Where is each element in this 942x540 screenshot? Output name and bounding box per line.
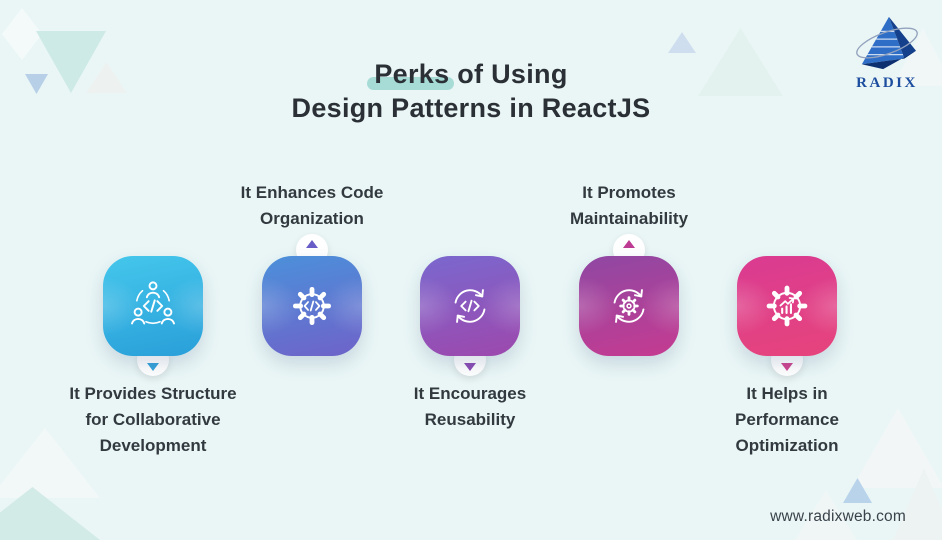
card-label: It Provides Structure for Collaborative … bbox=[69, 384, 237, 455]
card-label: It Promotes Maintainability bbox=[569, 183, 689, 228]
title-highlight-word: Perks bbox=[367, 59, 455, 90]
card-label: It Enhances Code Organization bbox=[240, 183, 384, 228]
card-tile-performance bbox=[737, 256, 837, 356]
radix-logo-text: RADIX bbox=[856, 75, 918, 91]
card-tile-organization bbox=[262, 256, 362, 356]
gear-chart-icon bbox=[766, 285, 808, 327]
card-tile-maintainability bbox=[579, 256, 679, 356]
decor-triangle-blue-top-center bbox=[668, 32, 696, 53]
triangle-up-icon bbox=[306, 240, 318, 248]
radix-pyramid-icon bbox=[856, 16, 918, 70]
card-tile-structure bbox=[103, 256, 203, 356]
decor-diamond-top-left bbox=[2, 8, 42, 60]
radix-logo: RADIX bbox=[847, 14, 927, 92]
triangle-up-icon bbox=[623, 240, 635, 248]
card-tile-reusability bbox=[420, 256, 520, 356]
refresh-code-icon bbox=[454, 289, 486, 323]
title-line2: Design Patterns in ReactJS bbox=[291, 93, 651, 123]
website-url: www.radixweb.com bbox=[770, 508, 906, 525]
refresh-gear-icon bbox=[613, 289, 645, 323]
card-label: It Helps in Performance Optimization bbox=[735, 384, 839, 455]
gear-code-icon bbox=[292, 286, 332, 326]
triangle-down-icon bbox=[464, 363, 476, 371]
page-title: Perks of Using Design Patterns in ReactJ… bbox=[0, 57, 942, 125]
triangle-down-icon bbox=[781, 363, 793, 371]
team-code-icon bbox=[131, 281, 175, 325]
card-label: It Encourages Reusability bbox=[413, 384, 527, 429]
triangle-down-icon bbox=[147, 363, 159, 371]
title-line1-rest: of Using bbox=[449, 59, 568, 89]
